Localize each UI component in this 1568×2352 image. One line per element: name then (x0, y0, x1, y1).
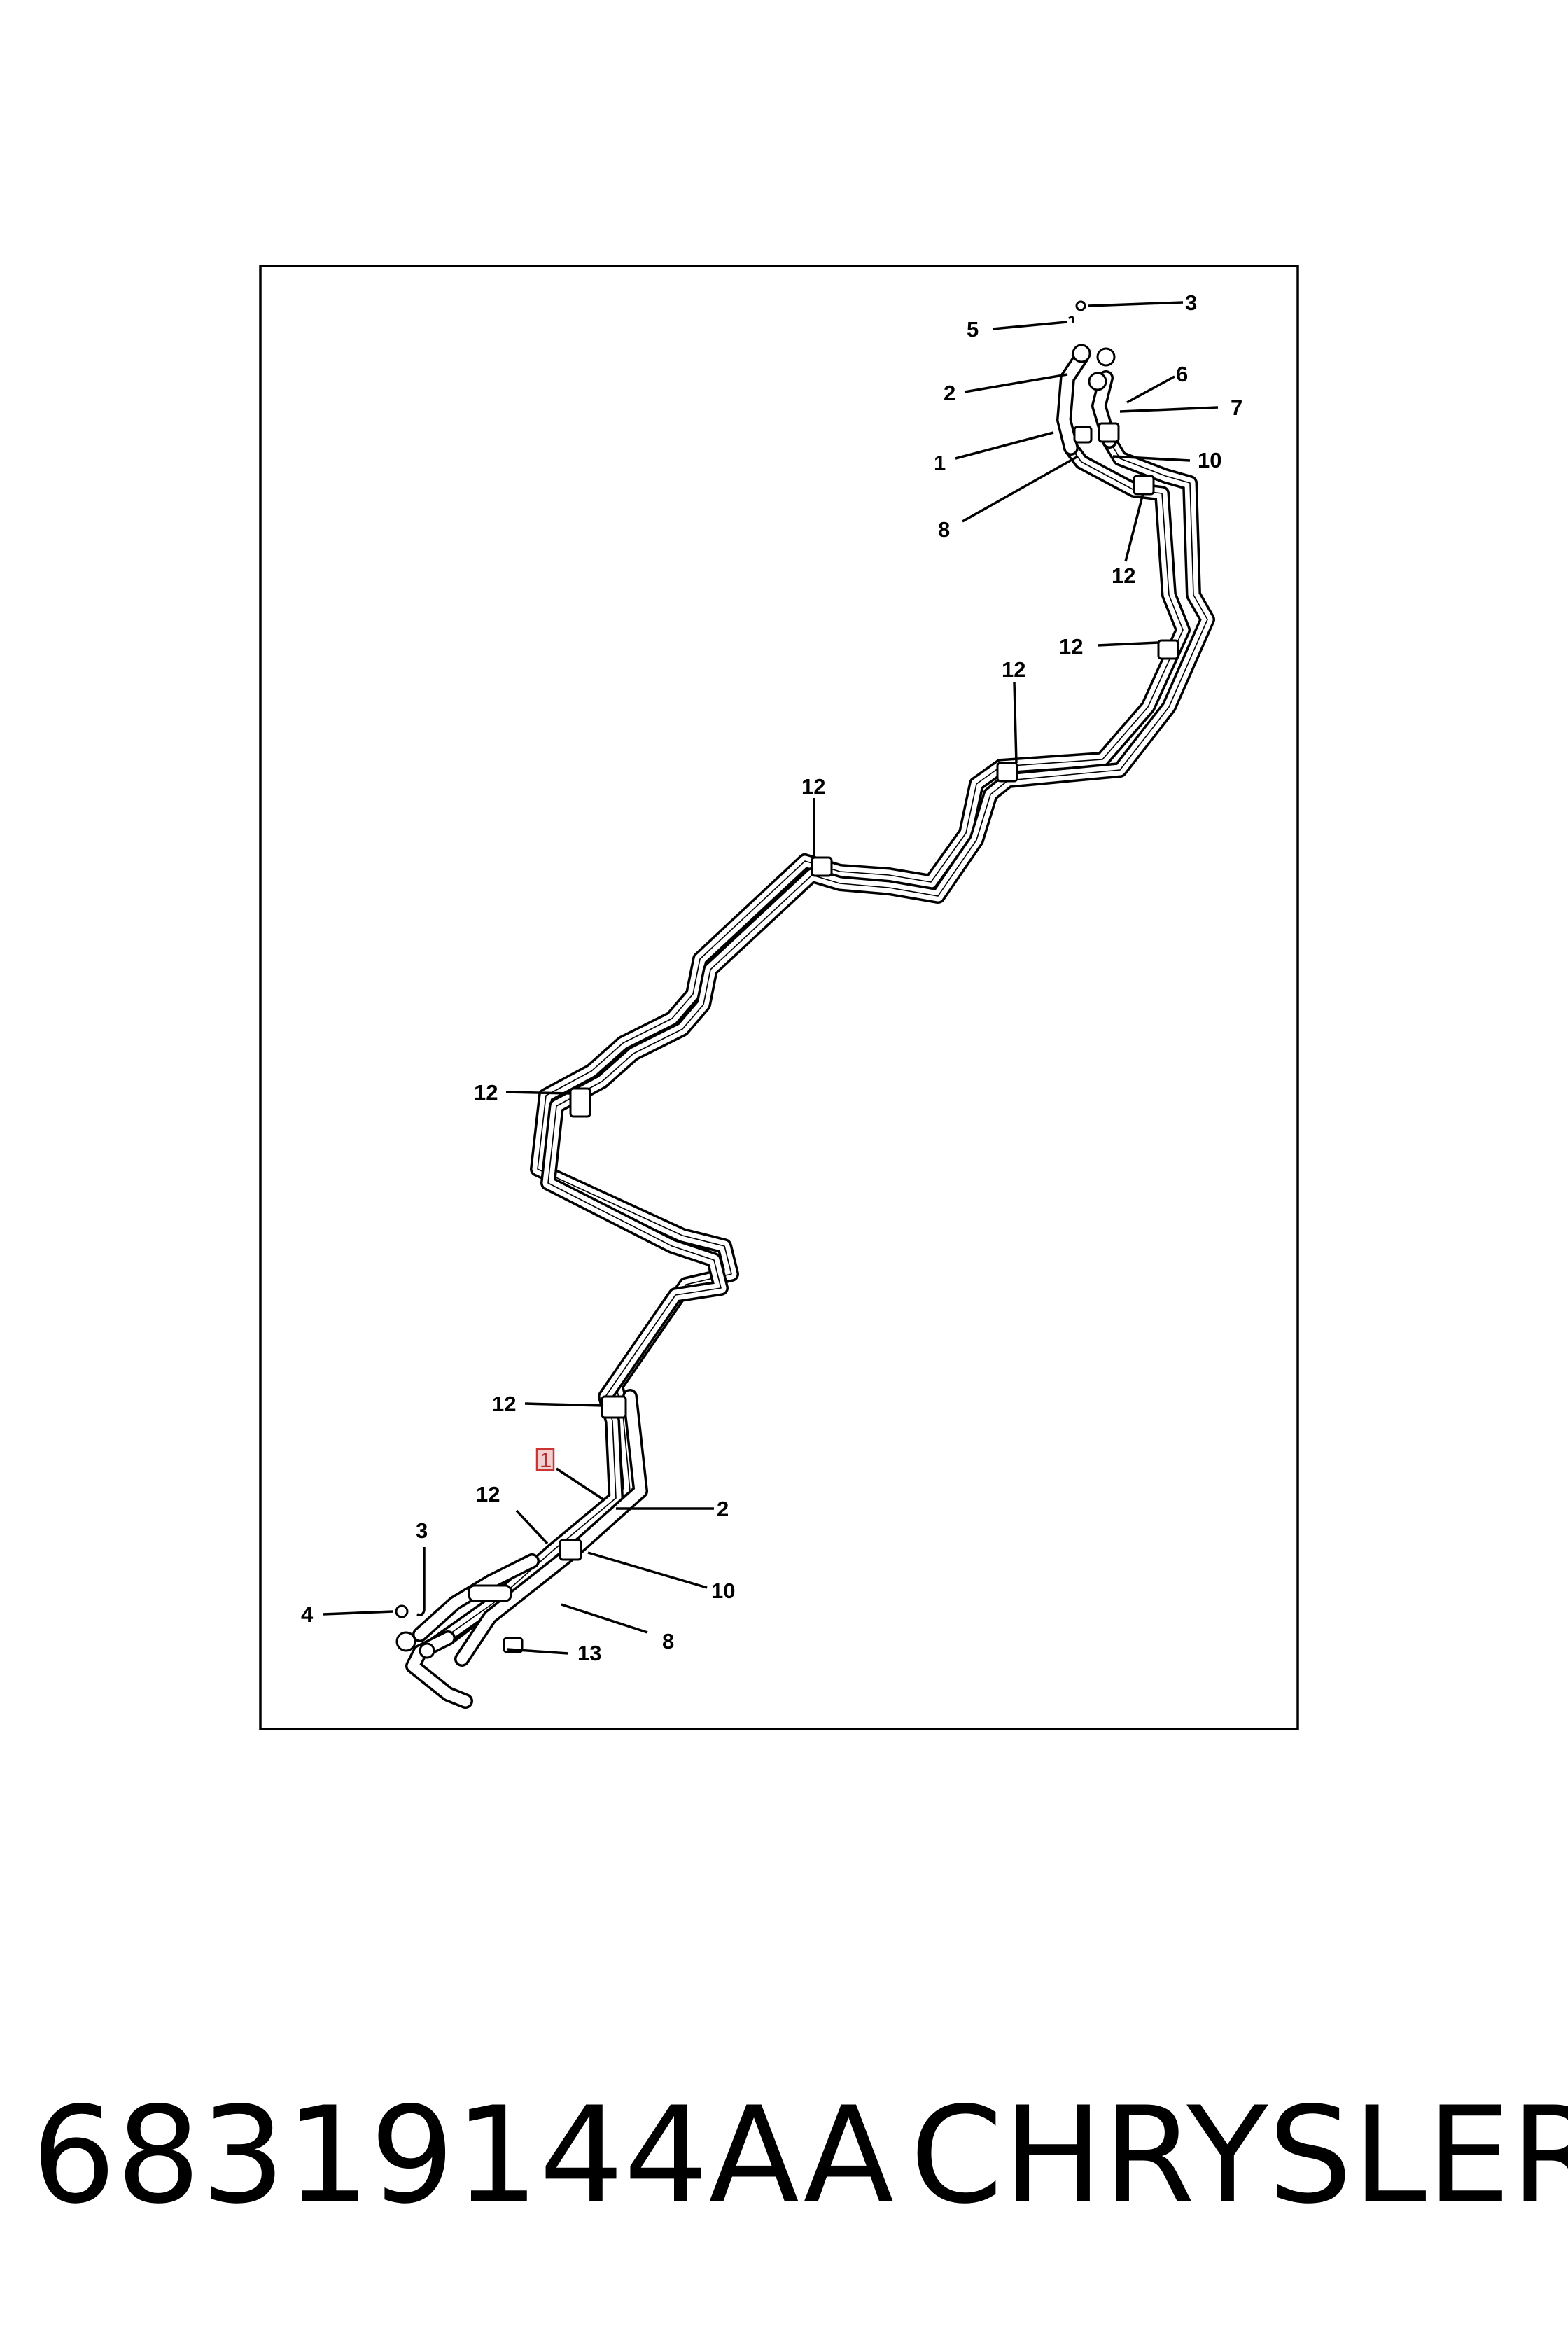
clip-marker (811, 856, 833, 877)
fitting (419, 1642, 435, 1659)
clip-marker (468, 1584, 512, 1602)
callout-12-d: 12 (802, 774, 825, 799)
callout-7-top: 7 (1231, 396, 1242, 420)
callout-labels: 3 5 2 6 7 1 10 8 12 12 12 12 12 12 12 1 … (301, 290, 1242, 1665)
fitting (1088, 372, 1107, 391)
fitting (1096, 347, 1116, 367)
fitting (1072, 344, 1091, 363)
callout-12-f: 12 (492, 1392, 516, 1416)
small-parts (395, 300, 1086, 1618)
callout-10-top: 10 (1198, 448, 1222, 472)
brand-name: CHRYSLER (910, 2078, 1568, 2233)
callout-12-a: 12 (1112, 564, 1135, 588)
callout-1-bottom: 1 (540, 1448, 552, 1472)
callout-13-bottom: 13 (578, 1641, 601, 1665)
seal-top (1068, 316, 1074, 323)
clip-marker (1098, 422, 1120, 443)
clip-marker (559, 1539, 582, 1561)
part-number: 68319144AA (31, 2078, 895, 2233)
callout-4-bottom: 4 (301, 1602, 314, 1627)
callout-12-g: 12 (476, 1482, 500, 1506)
clip-marker (569, 1087, 592, 1118)
seal-bottom (416, 1547, 426, 1616)
callout-2-bottom: 2 (717, 1497, 729, 1521)
callout-1-top: 1 (934, 451, 946, 475)
o-ring-top (1075, 300, 1086, 312)
clip-marker (1157, 639, 1180, 660)
callout-5-top: 5 (967, 317, 979, 342)
callout-2-top: 2 (944, 381, 955, 405)
footer: 68319144AA CHRYSLER (0, 2079, 1568, 2233)
callout-12-b: 12 (1059, 634, 1083, 659)
clips (396, 344, 1180, 1659)
clip-marker (1133, 475, 1155, 496)
callout-8-top: 8 (938, 517, 950, 542)
callout-10-bottom: 10 (711, 1578, 735, 1603)
callout-6-top: 6 (1176, 362, 1188, 386)
clip-marker (601, 1395, 627, 1419)
callout-12-c: 12 (1002, 657, 1026, 682)
callout-3-top: 3 (1185, 290, 1197, 315)
highlight-box (536, 1448, 555, 1471)
callout-3-bottom: 3 (416, 1518, 428, 1543)
clip-marker (1073, 426, 1093, 444)
clip-marker (996, 762, 1018, 783)
callout-12-e: 12 (474, 1080, 498, 1105)
diagram-frame (259, 265, 1299, 1730)
fitting (396, 1631, 416, 1652)
callout-8-bottom: 8 (662, 1629, 674, 1653)
ac-line-bundle (405, 349, 1215, 1709)
leader-lines (323, 301, 1219, 1655)
o-ring-bottom (395, 1604, 409, 1618)
